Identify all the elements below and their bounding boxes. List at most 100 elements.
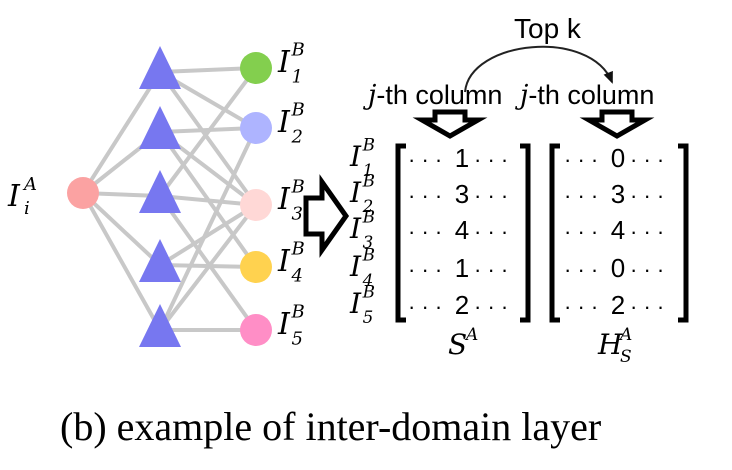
matrix-s-value: 1: [455, 143, 469, 173]
graph-edge: [158, 127, 258, 331]
svg-text:B: B: [362, 245, 375, 265]
matrix-dots: · · ·: [630, 257, 664, 282]
column-label-left: j-th column: [363, 80, 502, 111]
matrix-h-value: 0: [611, 253, 625, 283]
matrix-s-value: 3: [455, 179, 469, 209]
svg-text:1: 1: [363, 160, 374, 180]
matrix-dots: · · ·: [630, 219, 664, 244]
matrix-dots: · · ·: [564, 147, 598, 172]
svg-text:I: I: [349, 250, 362, 283]
svg-text:2: 2: [362, 196, 374, 216]
target-item-node: [240, 314, 272, 346]
source-node-label-sup: A: [22, 174, 37, 195]
svg-text:B: B: [362, 171, 375, 191]
down-arrow-left-icon: [412, 109, 488, 139]
svg-text:B: B: [291, 302, 305, 323]
svg-text:I: I: [349, 140, 362, 173]
matrix-h-value: 3: [611, 179, 625, 209]
matrix-dots: · · ·: [474, 294, 508, 319]
matrix-s-value: 2: [455, 290, 469, 320]
matrix-s-name: S: [448, 328, 467, 361]
svg-text:4: 4: [291, 266, 303, 287]
hollow-right-arrow-icon: [303, 174, 350, 258]
graph-edge: [81, 191, 162, 267]
matrix-s-value: 1: [455, 253, 469, 283]
matrix-dots: · · ·: [630, 183, 664, 208]
graph-edges: [81, 66, 258, 332]
svg-text:B: B: [362, 207, 375, 227]
matrix-dots: · · ·: [474, 257, 508, 282]
graph-edge: [158, 203, 258, 332]
triangle-node: [139, 304, 181, 347]
source-node-label: I: [7, 179, 21, 214]
matrix-dots: · · ·: [408, 183, 442, 208]
svg-text:I: I: [277, 182, 291, 217]
graph-edge: [158, 70, 258, 207]
item-nodes: [67, 52, 272, 346]
matrix-dots: · · ·: [474, 183, 508, 208]
svg-text:5: 5: [292, 329, 303, 350]
matrix-dots: · · ·: [408, 294, 442, 319]
matrix-h-value: 2: [611, 290, 625, 320]
graph-edge: [158, 130, 258, 269]
target-item-node: [240, 112, 272, 144]
svg-text:I: I: [349, 212, 362, 245]
matrix-s-name-sup: A: [464, 325, 478, 345]
attention-triangle-nodes: [139, 46, 181, 347]
svg-text:I: I: [277, 244, 291, 279]
matrix-h-right-bracket: [678, 143, 689, 323]
svg-text:5: 5: [363, 307, 374, 327]
svg-text:B: B: [362, 135, 375, 155]
top-k-label: Top k: [514, 13, 582, 44]
svg-text:I: I: [277, 105, 291, 140]
matrix-dots: · · ·: [474, 219, 508, 244]
matrix-dots: · · ·: [630, 294, 664, 319]
graph-edge: [81, 192, 162, 331]
matrix-h-name-sup: A: [618, 325, 632, 345]
graph-edge: [81, 70, 162, 195]
svg-text:B: B: [362, 282, 375, 302]
source-node-label-sub: i: [24, 198, 30, 219]
matrix-dots: · · ·: [408, 257, 442, 282]
svg-text:B: B: [291, 177, 305, 198]
matrix-dots: · · ·: [408, 219, 442, 244]
graph-edge: [158, 66, 258, 198]
graph-edge: [158, 194, 258, 332]
svg-text:3: 3: [363, 232, 374, 252]
svg-text:I: I: [277, 307, 291, 342]
svg-text:1: 1: [292, 67, 303, 88]
matrix-h-value: 0: [611, 143, 625, 173]
matrix-dots: · · ·: [630, 147, 664, 172]
svg-text:B: B: [291, 100, 305, 121]
triangle-node: [139, 106, 181, 149]
figure-caption: (b) example of inter-domain layer: [60, 404, 601, 449]
matrix-s-column: · · ·1· · ·· · ·3· · ·· · ·4· · ·· · ·1·…: [408, 143, 508, 320]
matrix-h-left-bracket: [549, 143, 560, 323]
matrix-dots: · · ·: [564, 219, 598, 244]
triangle-node: [139, 170, 181, 213]
svg-text:I: I: [277, 45, 291, 80]
svg-text:4: 4: [362, 270, 374, 290]
matrix-h-column: · · ·0· · ·· · ·3· · ·· · ·4· · ·· · ·0·…: [564, 143, 664, 320]
graph-edge: [159, 66, 257, 74]
triangle-node: [139, 46, 181, 89]
matrix-dots: · · ·: [408, 147, 442, 172]
svg-text:I: I: [349, 287, 362, 320]
matrix-dots: · · ·: [474, 147, 508, 172]
matrix-s-left-bracket: [395, 143, 406, 323]
matrix-s-right-bracket: [520, 143, 531, 323]
source-item-node: [67, 177, 99, 209]
svg-text:B: B: [291, 239, 305, 260]
